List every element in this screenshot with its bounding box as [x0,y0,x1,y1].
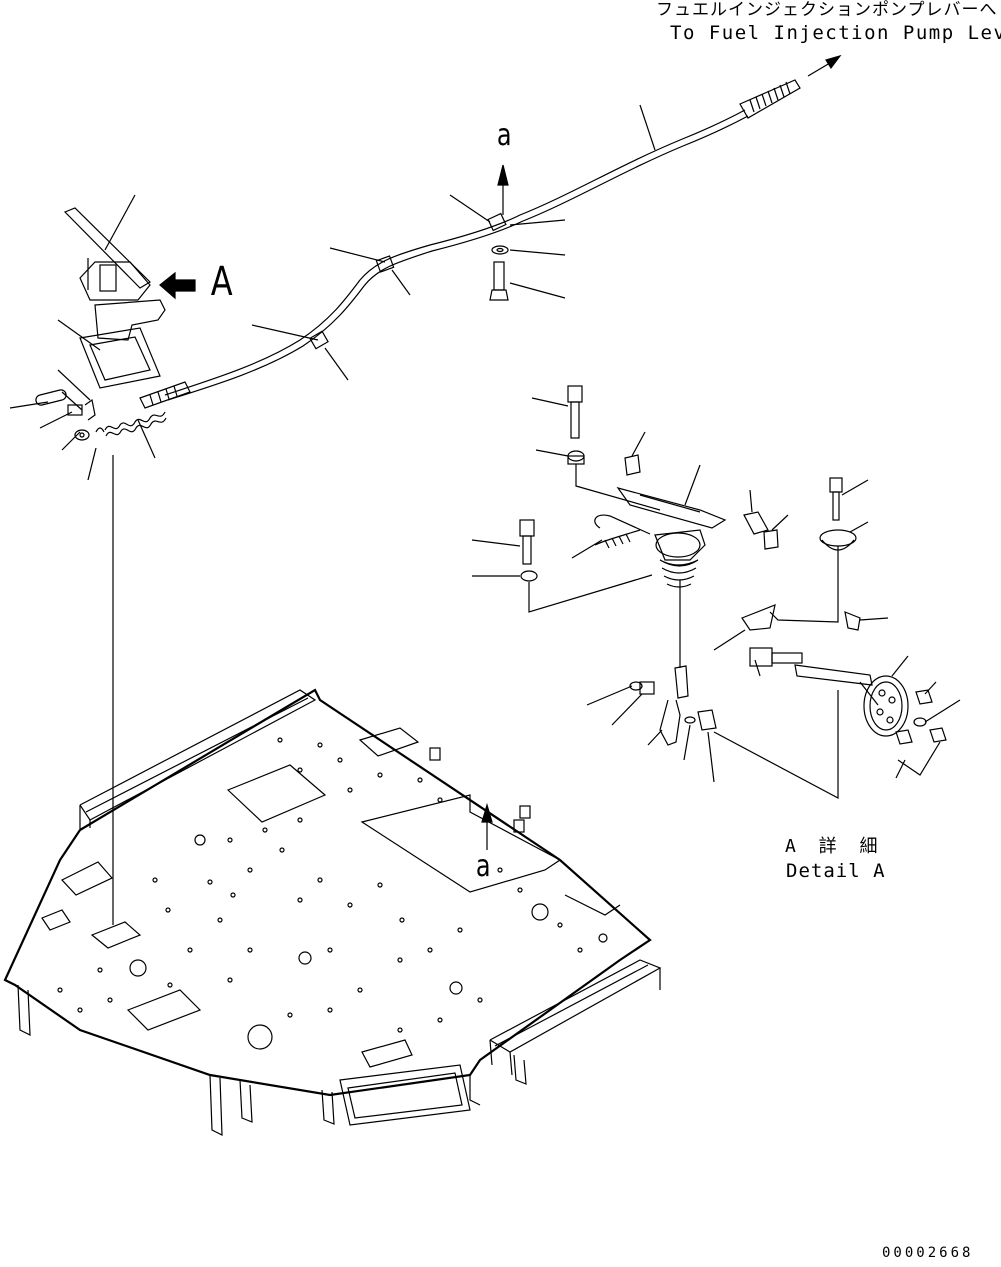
cable-clamps [309,212,507,350]
fuel-pump-label-en: To Fuel Injection Pump Lever [670,22,1001,44]
direction-arrow-icon [807,54,842,77]
pedal-hardware [35,389,167,441]
throttle-cable [139,79,801,409]
fuel-pump-label-jp: フュエルインジェクションポンプレバーへ [656,0,998,20]
view-arrow-a-icon [497,164,509,215]
drawing-number: 00002668 [882,1245,974,1261]
view-marker-a-cable: a [496,118,512,153]
view-arrow-icon [159,271,196,300]
detail-a-parts [519,385,947,746]
view-marker-a-floor: a [475,849,491,884]
view-marker-a-upper: A [210,259,233,305]
detail-a-leader-lines [471,397,961,799]
clamp-bolt-group [489,245,509,301]
detail-label-en: Detail A [786,860,886,882]
leader-lines [9,104,656,925]
detail-label-jp: A 詳 細 [785,836,884,857]
floor-plate [3,688,662,1136]
floor-holes [57,737,583,1033]
pedal-assembly [63,207,166,389]
